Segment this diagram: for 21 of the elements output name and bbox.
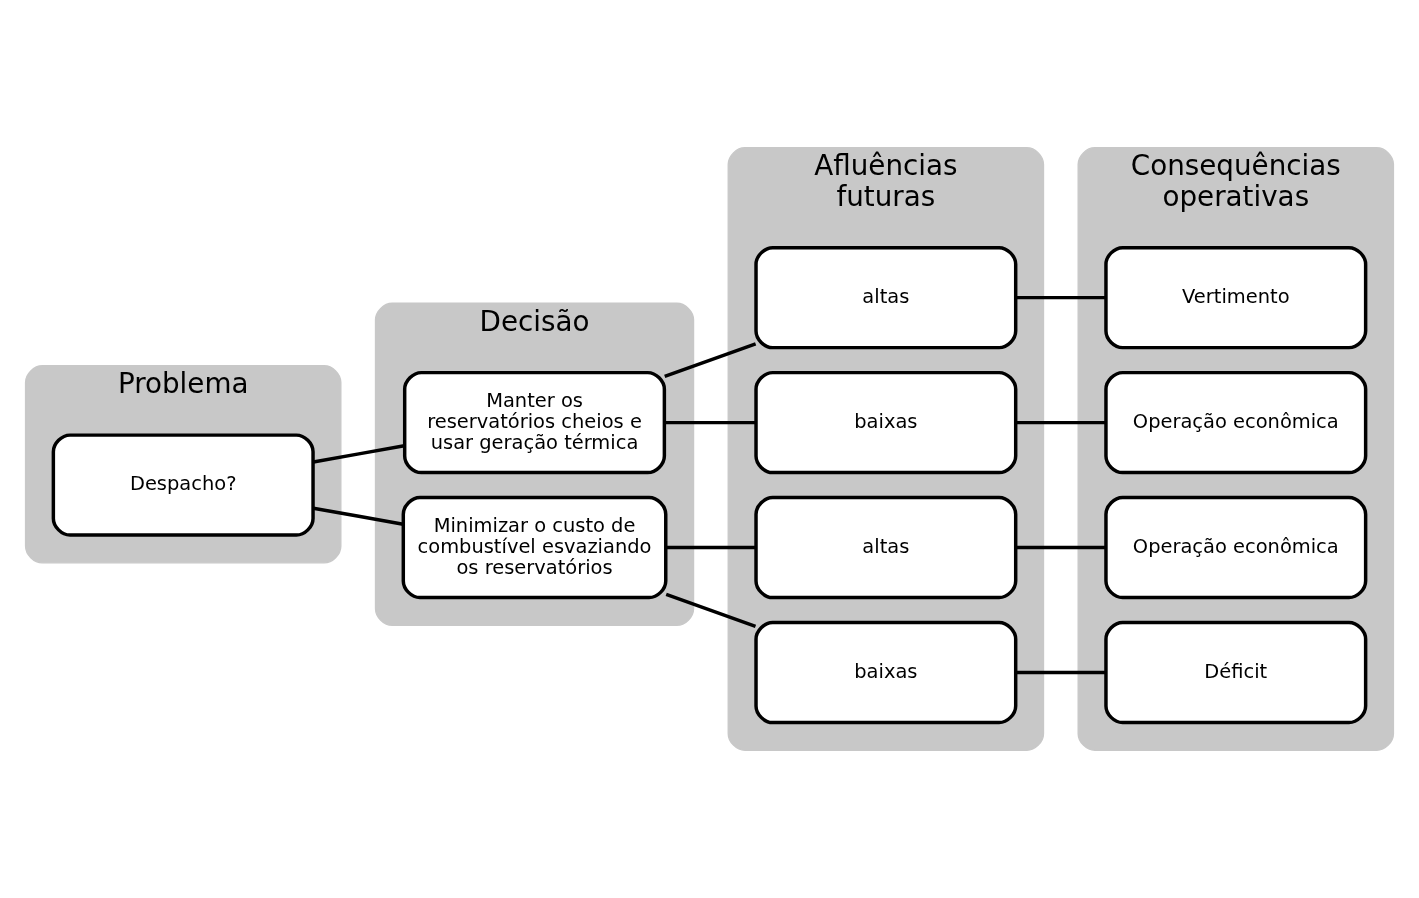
connector (664, 342, 757, 379)
node-box: Déficit (1104, 620, 1368, 725)
connector (1016, 545, 1106, 550)
connector (313, 444, 405, 464)
node-box: Operação econômica (1104, 495, 1368, 600)
connector (1016, 295, 1106, 300)
node-box: Vertimento (1104, 245, 1368, 350)
node-box: altas (754, 495, 1018, 600)
node-box: Operação econômica (1104, 370, 1368, 475)
node-box: altas (754, 245, 1018, 350)
node-box: baixas (754, 370, 1018, 475)
node-box: Manter os reservatórios cheios e usar geração térmica (402, 370, 667, 475)
node-box: Minimizar o custo de combustível esvaziando os reservatórios (401, 495, 668, 600)
connector (664, 420, 756, 425)
connector (1016, 670, 1106, 675)
node-box: Despacho? (51, 433, 315, 537)
connector (666, 545, 756, 550)
connector (665, 592, 757, 628)
connector (313, 506, 404, 526)
connector (1016, 420, 1106, 425)
node-box: baixas (754, 620, 1018, 725)
